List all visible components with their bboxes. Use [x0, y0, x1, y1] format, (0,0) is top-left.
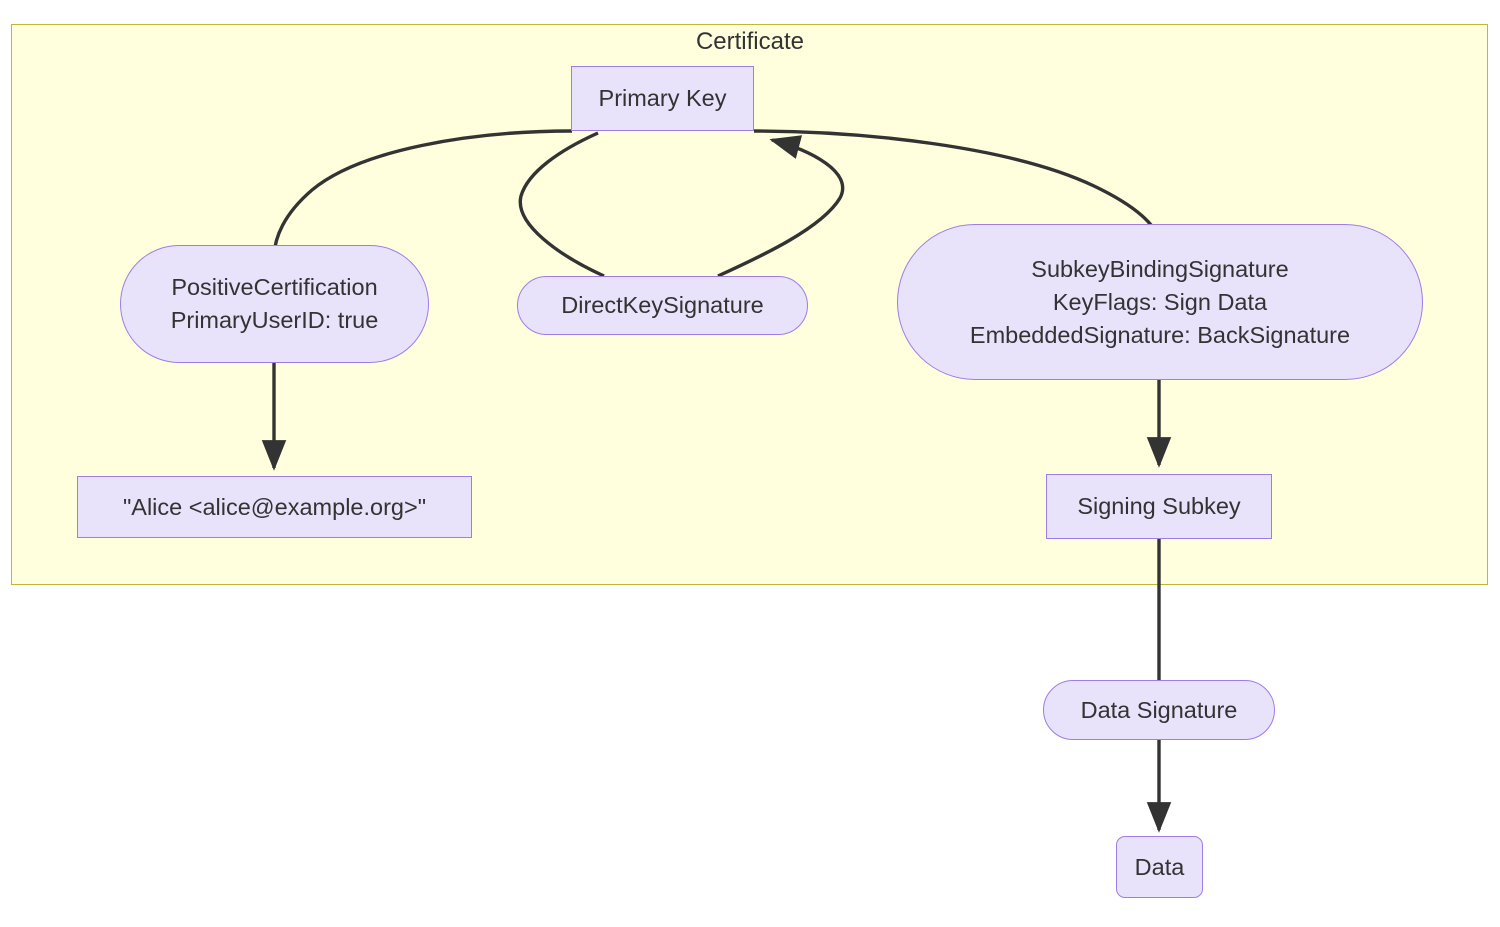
node-signing-subkey[interactable]: Signing Subkey [1046, 474, 1272, 539]
node-primary-key[interactable]: Primary Key [571, 66, 754, 131]
node-direct-key-signature[interactable]: DirectKeySignature [517, 276, 808, 335]
node-positive-certification[interactable]: PositiveCertification PrimaryUserID: tru… [120, 245, 429, 363]
node-subkey-binding-signature[interactable]: SubkeyBindingSignature KeyFlags: Sign Da… [897, 224, 1423, 380]
node-data[interactable]: Data [1116, 836, 1203, 898]
node-user-id[interactable]: "Alice <alice@example.org>" [77, 476, 472, 538]
cluster-certificate-label: Certificate [695, 28, 805, 55]
node-data-signature[interactable]: Data Signature [1043, 680, 1275, 740]
